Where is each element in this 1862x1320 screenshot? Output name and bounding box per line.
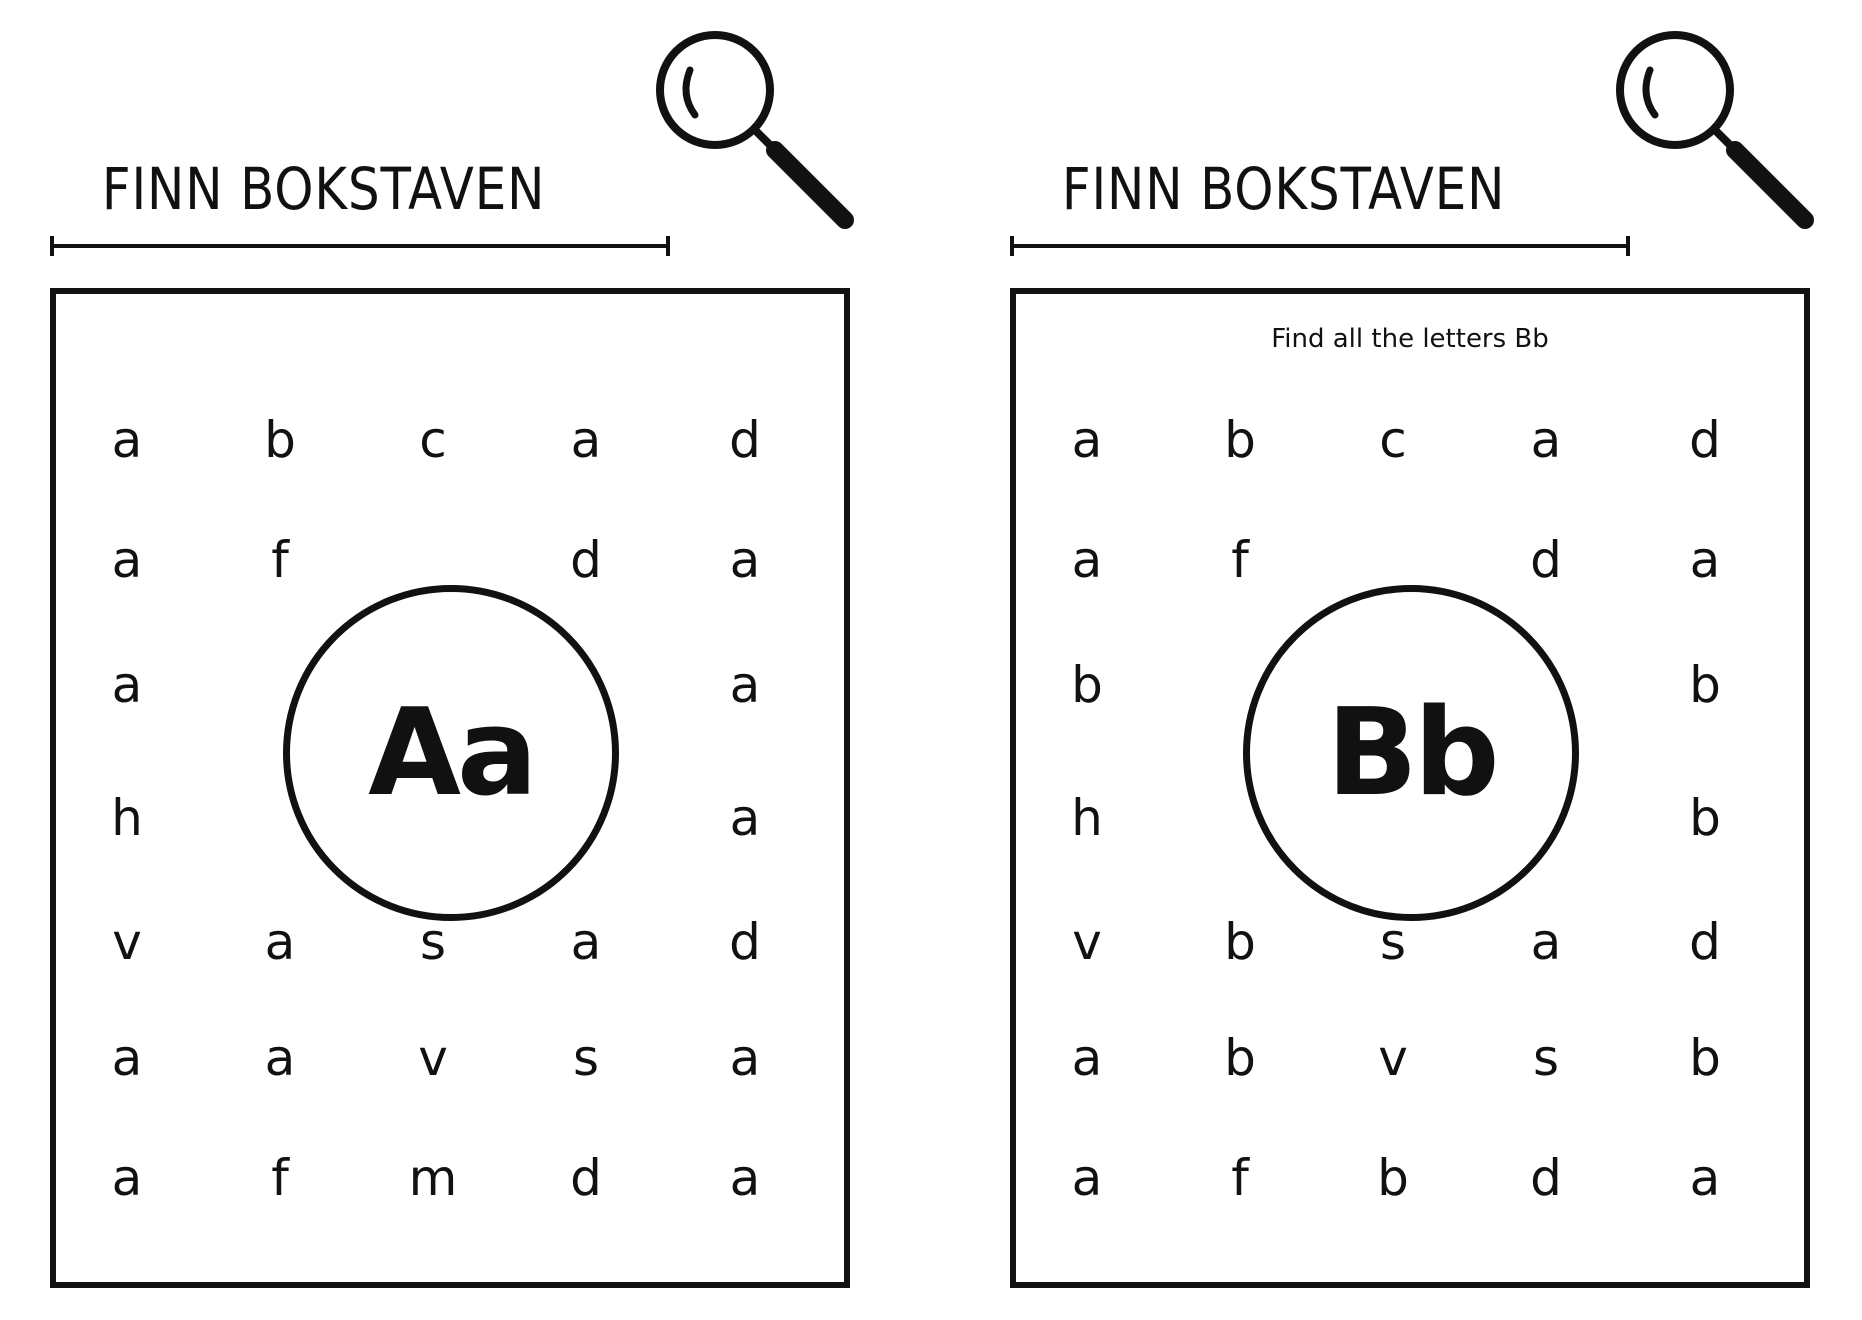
grid-letter: a xyxy=(111,411,143,469)
grid-letter: h xyxy=(111,789,143,847)
grid-letter: b xyxy=(1224,1029,1256,1087)
letter-grid-frame xyxy=(50,288,850,1288)
title-underline xyxy=(1010,236,1630,256)
grid-letter: b xyxy=(1689,656,1721,714)
grid-letter: a xyxy=(729,531,761,589)
grid-letter: a xyxy=(1530,913,1562,971)
grid-letter: a xyxy=(1071,1029,1103,1087)
grid-letter: b xyxy=(1377,1149,1409,1207)
title-underline xyxy=(50,236,670,256)
grid-letter: a xyxy=(1071,531,1103,589)
magnifying-glass-icon xyxy=(656,31,854,229)
grid-letter: d xyxy=(1530,531,1562,589)
grid-letter: s xyxy=(1379,913,1407,971)
grid-letter: a xyxy=(111,1029,143,1087)
grid-letter: a xyxy=(570,913,602,971)
grid-letter: v xyxy=(418,1029,448,1087)
center-circle xyxy=(283,585,619,921)
grid-letter: b xyxy=(1689,1029,1721,1087)
grid-letter: f xyxy=(271,531,289,589)
target-letter: Bb xyxy=(1326,683,1499,823)
grid-letter: a xyxy=(111,1149,143,1207)
grid-letter: d xyxy=(729,913,761,971)
grid-letter: b xyxy=(1071,656,1103,714)
grid-letter: a xyxy=(729,789,761,847)
grid-letter: a xyxy=(1689,531,1721,589)
letter-grid-frame: Find all the letters Bb xyxy=(1010,288,1810,1288)
grid-letter: s xyxy=(1532,1029,1560,1087)
grid-letter: d xyxy=(570,1149,602,1207)
grid-letter: a xyxy=(729,1149,761,1207)
grid-letter: d xyxy=(1530,1149,1562,1207)
grid-letter: d xyxy=(729,411,761,469)
grid-letter: a xyxy=(1689,1149,1721,1207)
grid-letter: f xyxy=(271,1149,289,1207)
grid-letter: b xyxy=(264,411,296,469)
grid-letter: v xyxy=(1378,1029,1408,1087)
target-letter: Aa xyxy=(368,683,538,823)
grid-letter: d xyxy=(1689,913,1721,971)
grid-letter: d xyxy=(570,531,602,589)
grid-letter: s xyxy=(572,1029,600,1087)
grid-letter: a xyxy=(1071,411,1103,469)
grid-letter: a xyxy=(570,411,602,469)
grid-letter: a xyxy=(1071,1149,1103,1207)
grid-letter: b xyxy=(1689,789,1721,847)
magnifying-glass-icon xyxy=(1616,31,1814,229)
grid-letter: m xyxy=(408,1149,458,1207)
worksheet-instruction: Find all the letters Bb xyxy=(1271,324,1549,354)
grid-letter: v xyxy=(112,913,142,971)
grid-letter: s xyxy=(419,913,447,971)
grid-letter: b xyxy=(1224,913,1256,971)
grid-letter: a xyxy=(729,1029,761,1087)
grid-letter: d xyxy=(1689,411,1721,469)
grid-letter: h xyxy=(1071,789,1103,847)
grid-letter: c xyxy=(1379,411,1407,469)
grid-letter: a xyxy=(111,531,143,589)
grid-letter: a xyxy=(1530,411,1562,469)
grid-letter: c xyxy=(419,411,447,469)
grid-letter: v xyxy=(1072,913,1102,971)
grid-letter: a xyxy=(111,656,143,714)
grid-letter: f xyxy=(1231,1149,1249,1207)
grid-letter: a xyxy=(729,656,761,714)
grid-letter: a xyxy=(264,913,296,971)
worksheet-title: FINN BOKSTAVEN xyxy=(101,155,546,223)
grid-letter: f xyxy=(1231,531,1249,589)
grid-letter: b xyxy=(1224,411,1256,469)
grid-letter: a xyxy=(264,1029,296,1087)
worksheet-title: FINN BOKSTAVEN xyxy=(1061,155,1506,223)
center-circle xyxy=(1243,585,1579,921)
worksheet-b: FINN BOKSTAVEN Find all the letters Bb B… xyxy=(960,0,1840,1320)
